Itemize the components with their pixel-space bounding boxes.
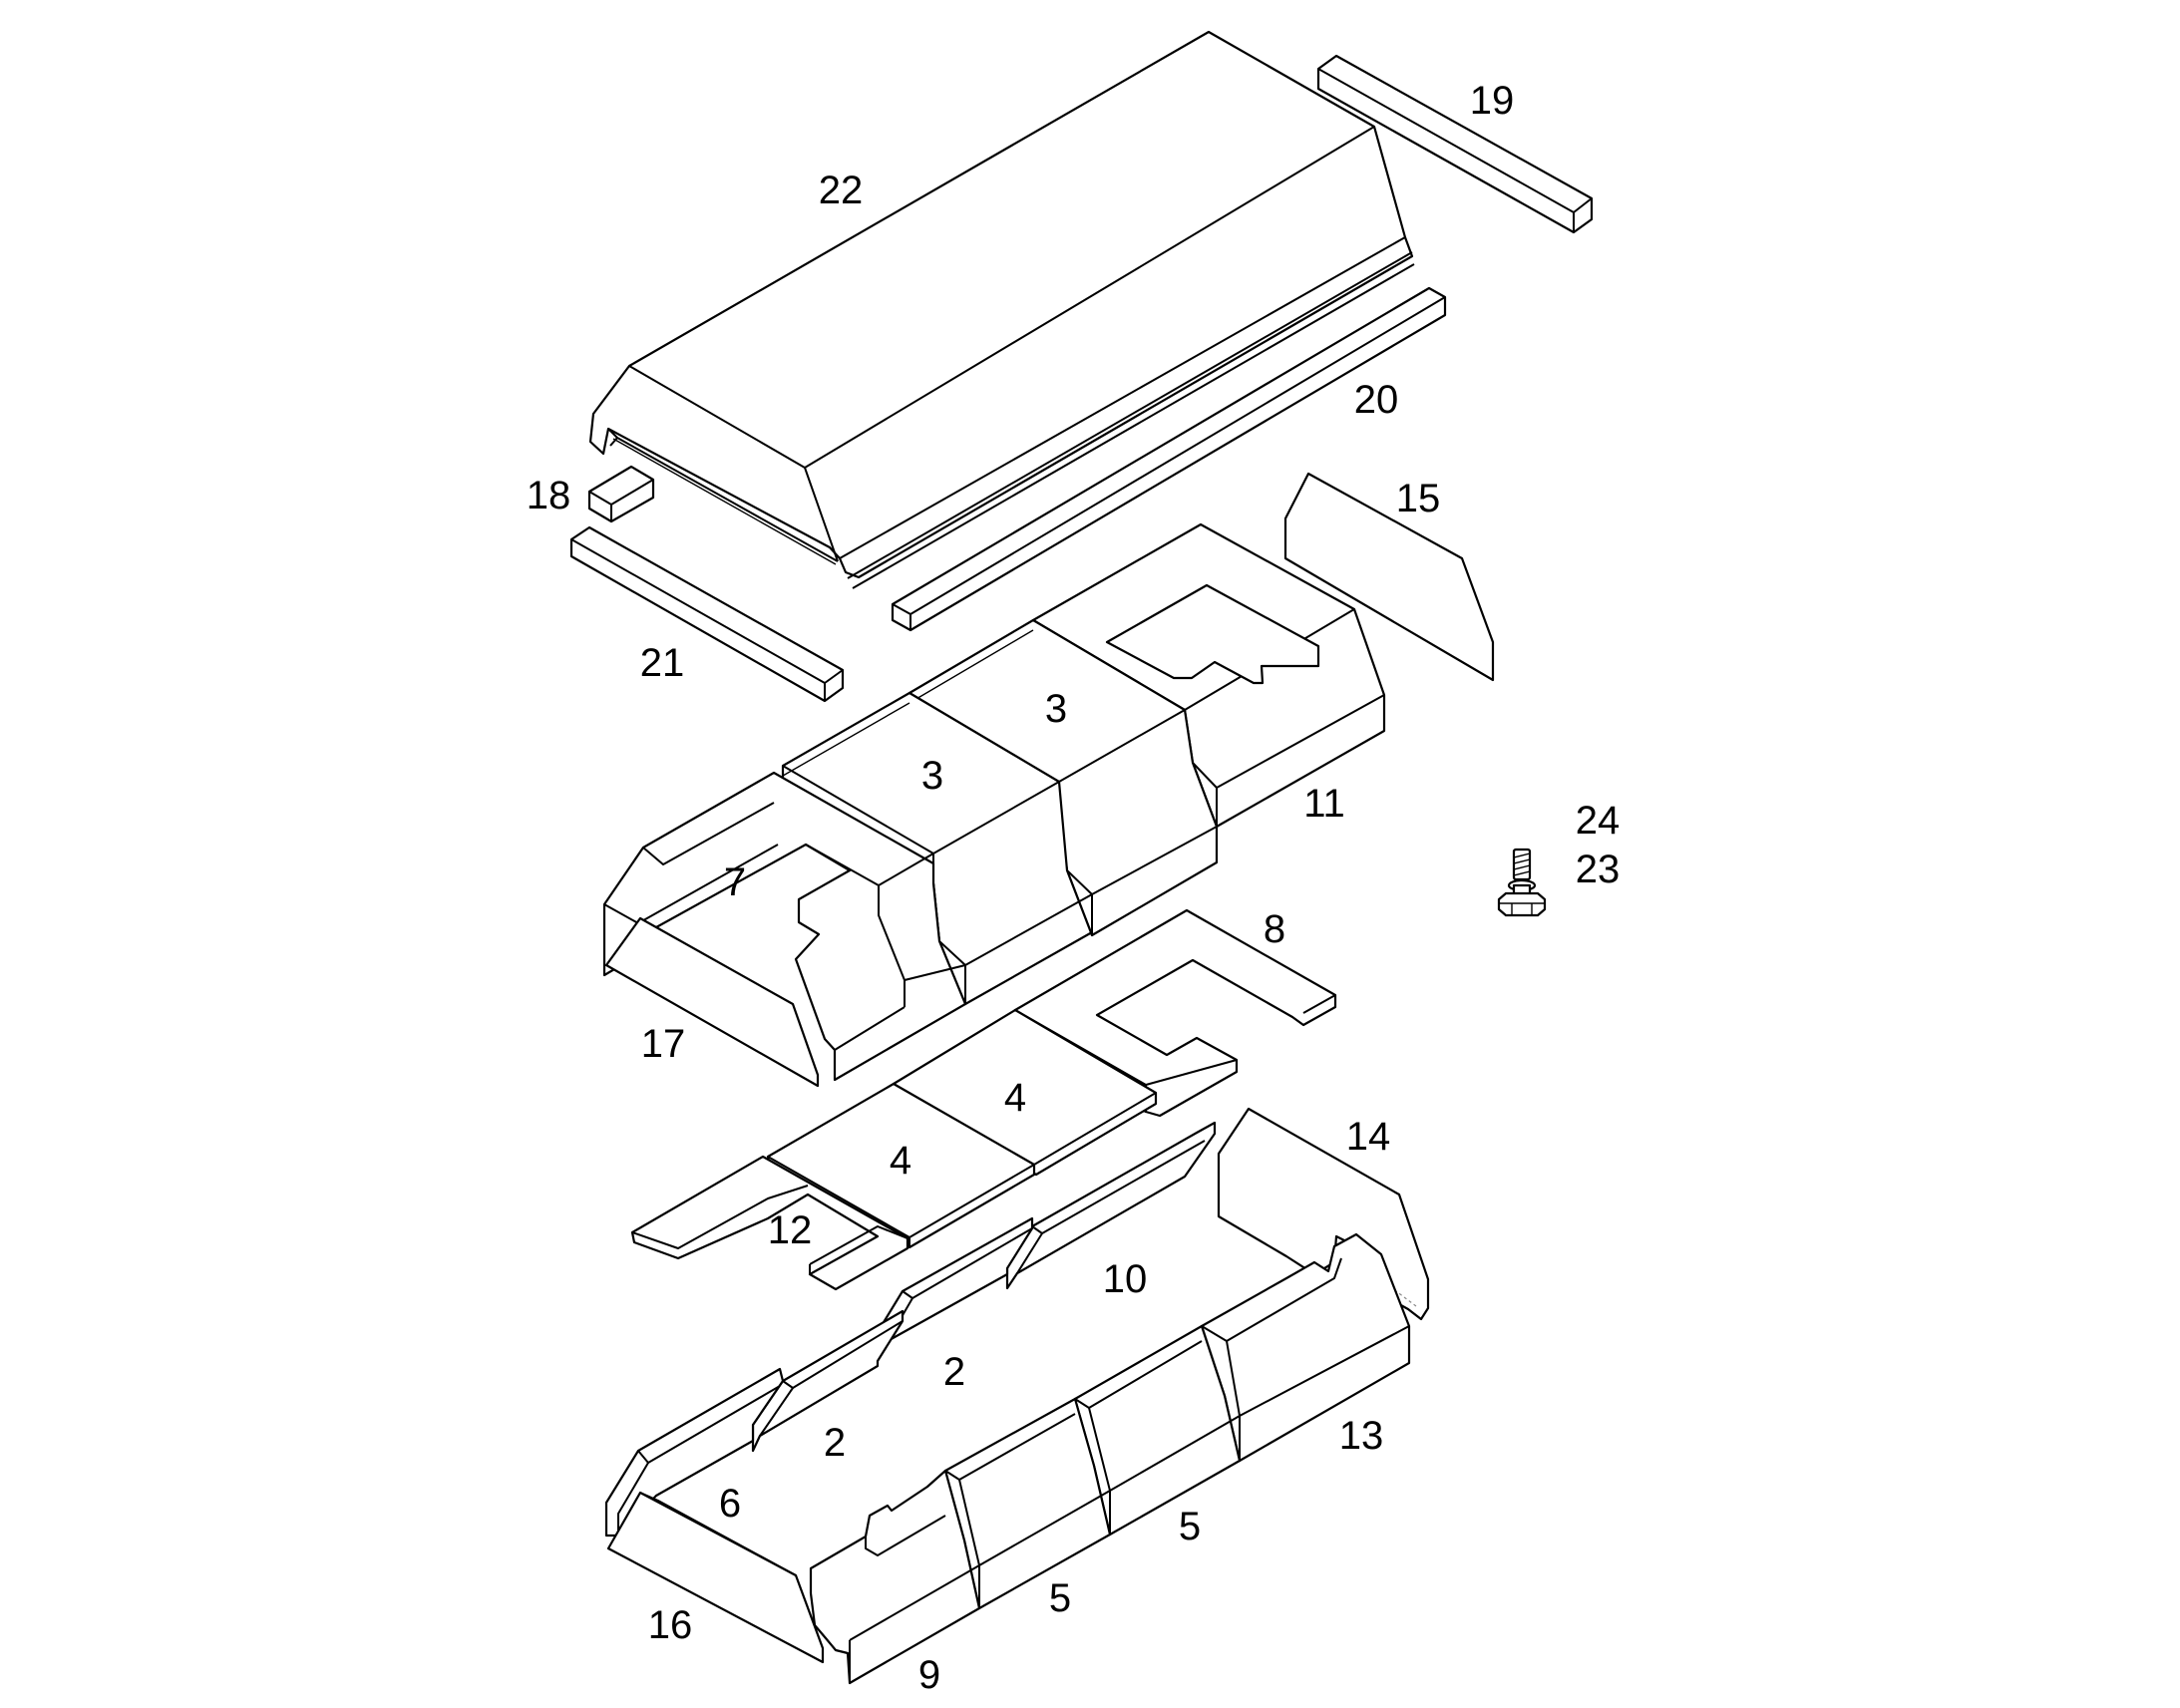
callout-10: 10	[1103, 1257, 1148, 1301]
callout-19: 19	[1470, 79, 1515, 123]
callout-8: 8	[1264, 907, 1285, 951]
callout-3-right: 3	[1045, 687, 1067, 731]
callout-7: 7	[724, 860, 746, 904]
part-16-end-panel	[606, 1491, 825, 1664]
part-7-corner-block	[602, 771, 967, 1082]
part-18-block	[587, 465, 655, 523]
callout-22: 22	[819, 169, 864, 212]
part-20-strip	[891, 286, 1447, 632]
callout-24: 24	[1576, 799, 1621, 843]
callout-15: 15	[1396, 477, 1441, 520]
callout-6: 6	[719, 1482, 741, 1526]
callout-13: 13	[1339, 1414, 1384, 1458]
callout-20: 20	[1354, 378, 1399, 422]
part-9-corner-side-block	[809, 1469, 981, 1685]
part-22-cover	[588, 30, 1415, 589]
part-23-24-screw	[1497, 848, 1547, 917]
callout-5-left: 5	[1049, 1576, 1071, 1620]
callout-9: 9	[918, 1653, 940, 1697]
callout-21: 21	[640, 641, 685, 685]
callout-14: 14	[1346, 1115, 1391, 1159]
callout-18: 18	[527, 474, 571, 517]
part-19-strip	[1316, 54, 1594, 234]
part-12-plate	[630, 1155, 909, 1291]
callout-16: 16	[648, 1603, 693, 1647]
part-21-strip	[569, 525, 845, 703]
callout-2-upper: 2	[943, 1350, 965, 1394]
callout-2-lower: 2	[824, 1421, 846, 1465]
part-17-end-panel	[604, 916, 820, 1088]
callout-4-right: 4	[1004, 1076, 1026, 1120]
part-6-corner-panel	[604, 1367, 785, 1537]
callout-12: 12	[768, 1208, 813, 1252]
part-10-side-panel	[1005, 1121, 1217, 1290]
callout-3-left: 3	[921, 754, 943, 798]
part-2-side-panel-lower	[751, 1309, 905, 1453]
callout-labels: 22 19 20 18 21 15 3 3 11 24 23 7 8 17 4 …	[527, 79, 1621, 1697]
callout-23: 23	[1576, 848, 1621, 891]
callout-17: 17	[641, 1022, 686, 1066]
callout-4-left: 4	[890, 1139, 911, 1183]
callout-5-right: 5	[1179, 1505, 1201, 1548]
callout-11: 11	[1303, 782, 1345, 826]
part-15-end-panel	[1283, 472, 1495, 682]
